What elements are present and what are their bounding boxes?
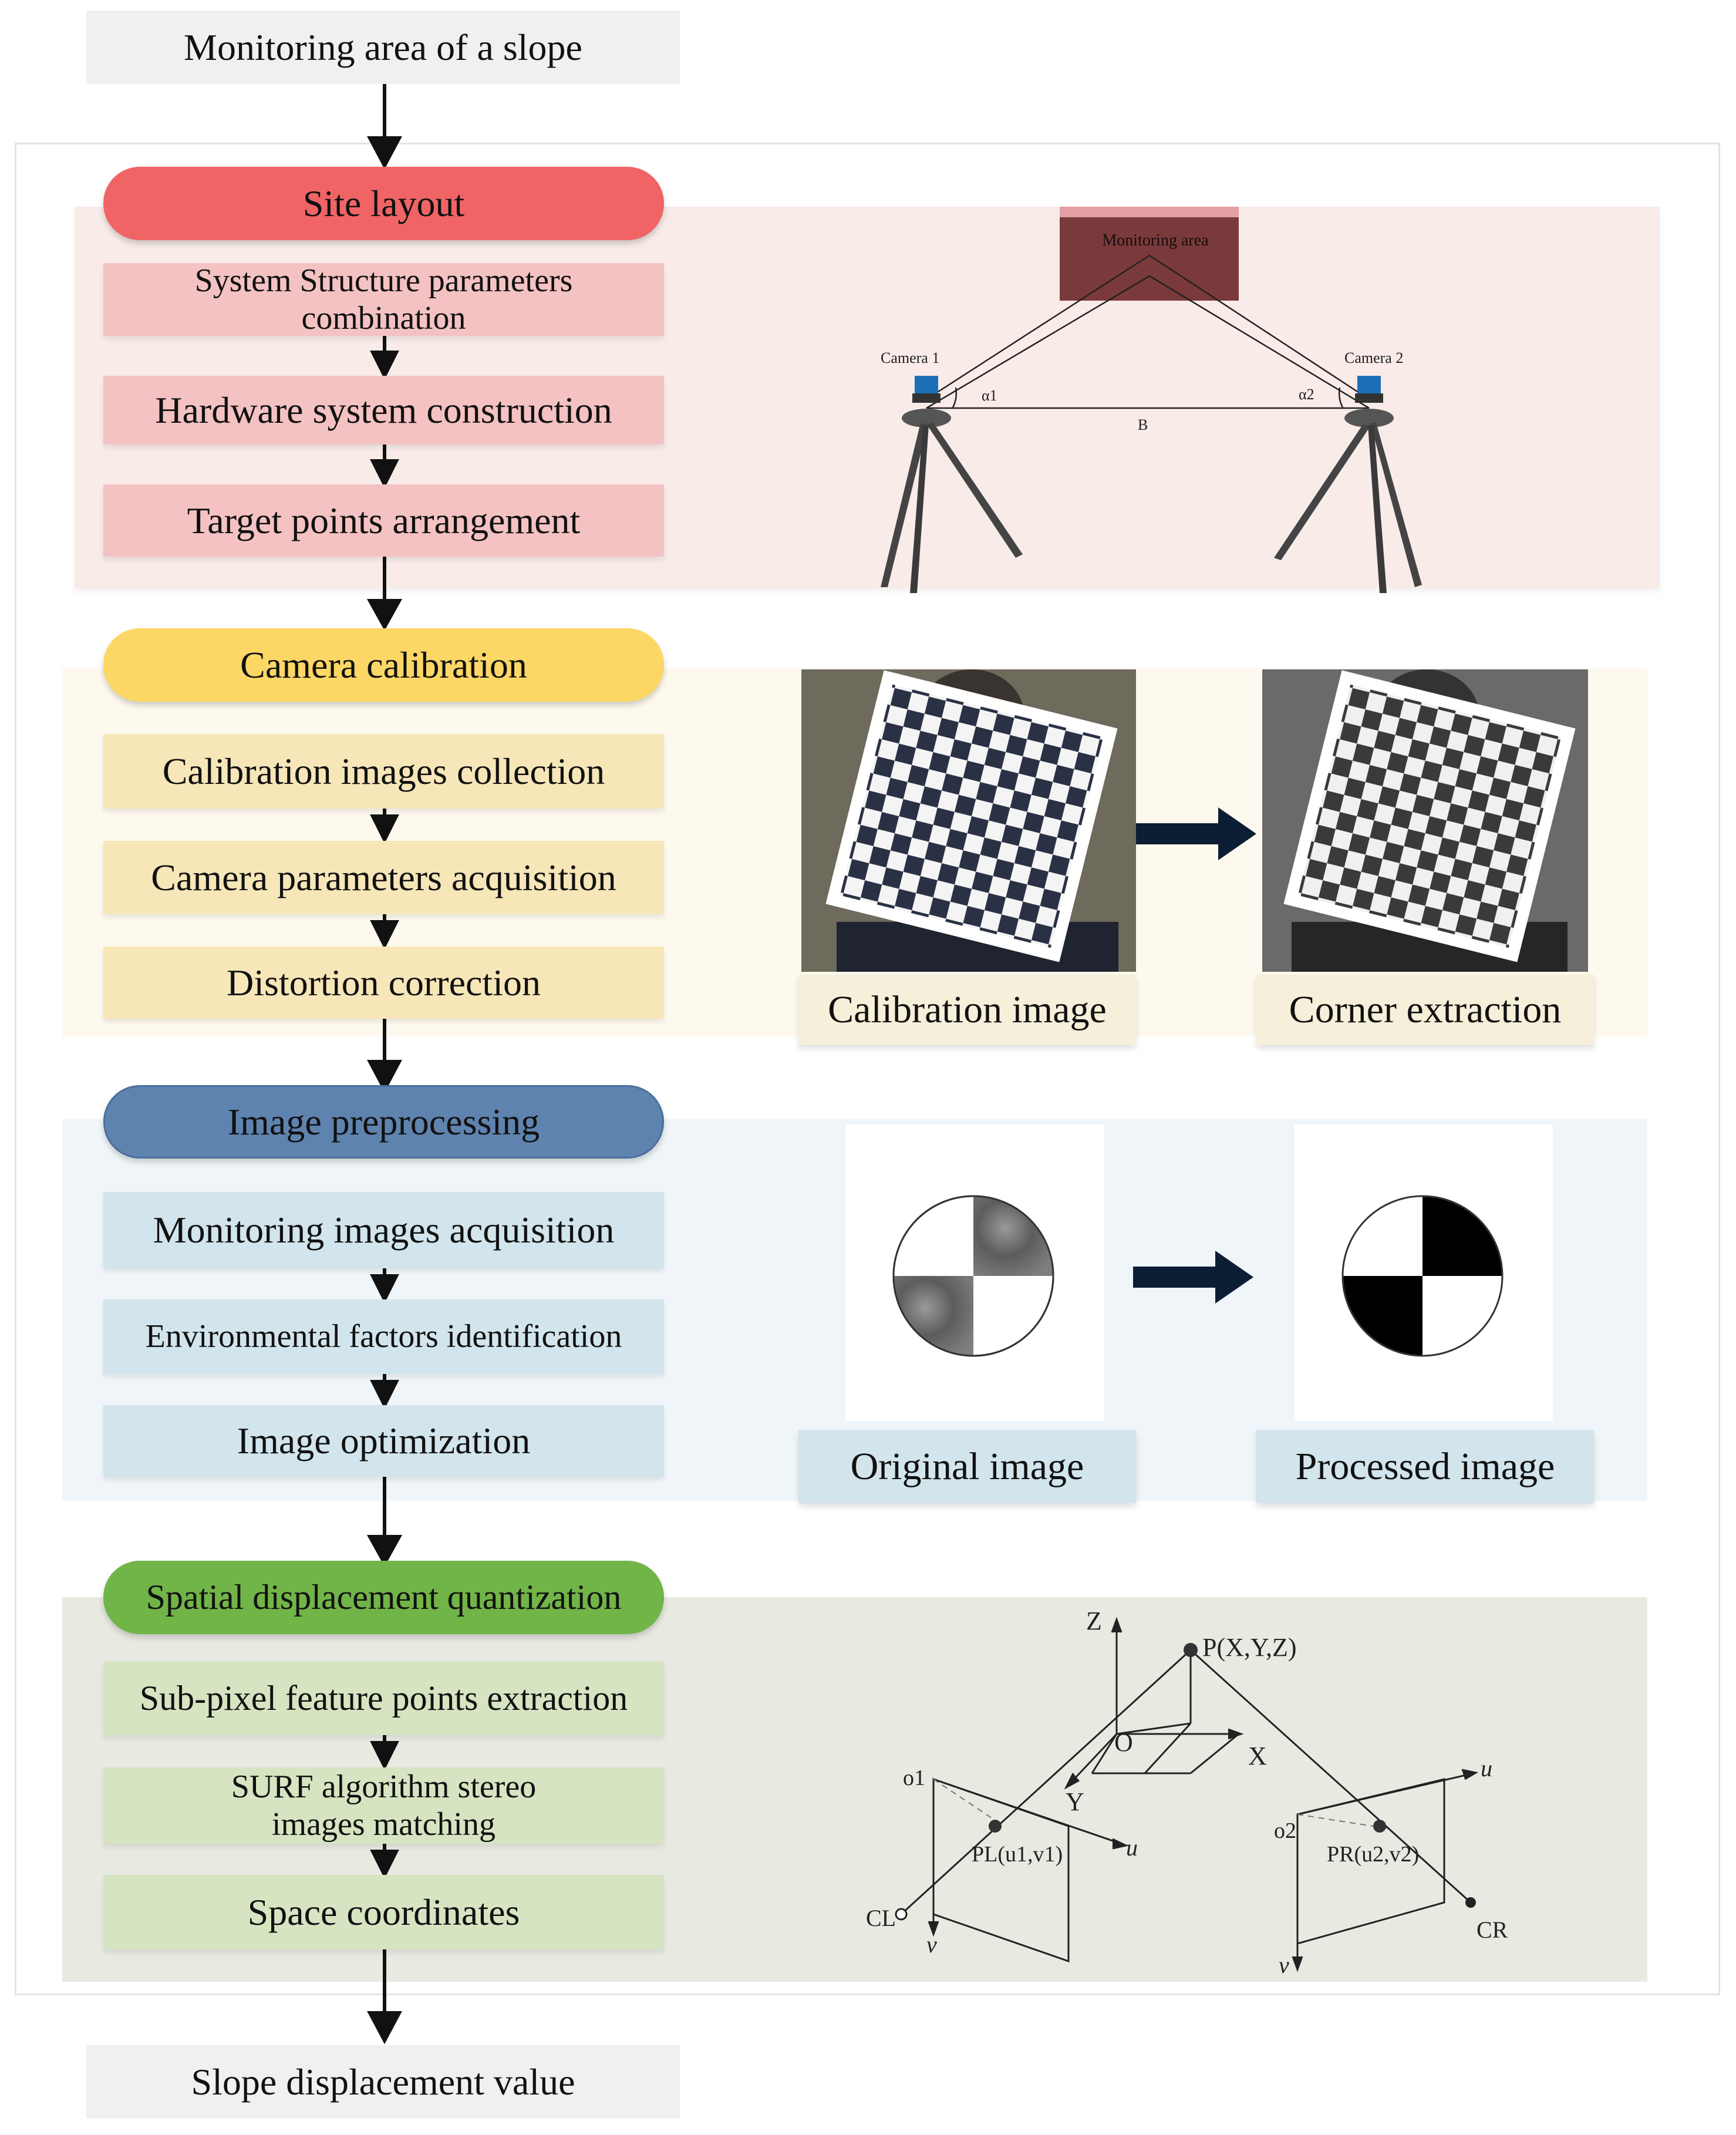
alpha1-label: α1	[982, 387, 997, 404]
v-left-label: v	[926, 1931, 937, 1958]
camera1-tripod	[881, 376, 1023, 593]
cr-label: CR	[1477, 1917, 1508, 1943]
end-box: Slope displacement value	[86, 2045, 680, 2119]
camera2-label: Camera 2	[1344, 349, 1403, 366]
cl-label: CL	[866, 1905, 896, 1931]
monitoring-area-label: Monitoring area	[1102, 231, 1209, 250]
calibration-image	[801, 669, 1136, 972]
x-axis-label: X	[1248, 1742, 1267, 1770]
processed-target-image	[1295, 1124, 1553, 1421]
calibration-image-caption: Calibration image	[798, 975, 1136, 1045]
pre-step-monitoring-acquisition: Monitoring images acquisition	[103, 1192, 664, 1268]
camera2-tripod	[1274, 376, 1422, 593]
alpha2-label: α2	[1299, 386, 1314, 403]
spatial-step-subpixel-extraction: Sub-pixel feature points extraction	[103, 1662, 664, 1735]
start-box: Monitoring area of a slope	[86, 11, 680, 84]
u-left-label: u	[1126, 1834, 1138, 1861]
calib-step-parameters-acquisition: Camera parameters acquisition	[103, 841, 664, 914]
u-right-label: u	[1481, 1755, 1492, 1782]
spatial-step-surf-matching: SURF algorithm stereo images matching	[103, 1767, 664, 1844]
outer-frame	[15, 143, 1720, 1995]
baseline-label: B	[1138, 416, 1148, 433]
stereo-geometry-figure: Z P(X,Y,Z) O X Y o1 o2 u v u v PL(u1,v1)…	[866, 1607, 1508, 1978]
spatial-quantization-header: Spatial displacement quantization	[103, 1561, 664, 1634]
original-target-image	[845, 1124, 1104, 1421]
z-axis-label: Z	[1086, 1607, 1102, 1635]
v-right-label: v	[1279, 1952, 1289, 1978]
processed-image-caption: Processed image	[1256, 1430, 1594, 1503]
image-preprocessing-header: Image preprocessing	[103, 1085, 664, 1159]
o1-label: o1	[903, 1766, 925, 1790]
pre-step-image-optimization: Image optimization	[103, 1405, 664, 1477]
camera1-label: Camera 1	[881, 349, 939, 366]
calib-step-images-collection: Calibration images collection	[103, 734, 664, 809]
site-layout-header: Site layout	[103, 167, 664, 240]
spatial-step-space-coordinates: Space coordinates	[103, 1875, 664, 1949]
corner-extraction-image	[1262, 669, 1588, 972]
o2-label: o2	[1274, 1819, 1296, 1843]
y-axis-label: Y	[1066, 1787, 1084, 1816]
origin-label: O	[1114, 1728, 1133, 1757]
camera-calibration-header: Camera calibration	[103, 628, 664, 702]
corner-extraction-caption: Corner extraction	[1256, 975, 1594, 1045]
site-step-hardware-construction: Hardware system construction	[103, 376, 664, 444]
calib-step-distortion-correction: Distortion correction	[103, 947, 664, 1019]
pre-step-environmental-factors: Environmental factors identification	[103, 1299, 664, 1374]
site-layout-figure: Monitoring area α1 α2 B Camera 1 Camera …	[881, 207, 1422, 593]
site-step-structure-parameters: System Structure parameters combination	[103, 262, 664, 336]
monitoring-area-block	[1060, 207, 1239, 301]
preprocess-arrow-icon	[1133, 1251, 1253, 1304]
pl-label: PL(u1,v1)	[972, 1842, 1063, 1867]
original-image-caption: Original image	[798, 1430, 1136, 1503]
calibration-arrow-icon	[1136, 807, 1256, 860]
pr-label: PR(u2,v2)	[1327, 1842, 1419, 1867]
site-step-target-points: Target points arrangement	[103, 484, 664, 557]
point-p-label: P(X,Y,Z)	[1202, 1633, 1297, 1662]
